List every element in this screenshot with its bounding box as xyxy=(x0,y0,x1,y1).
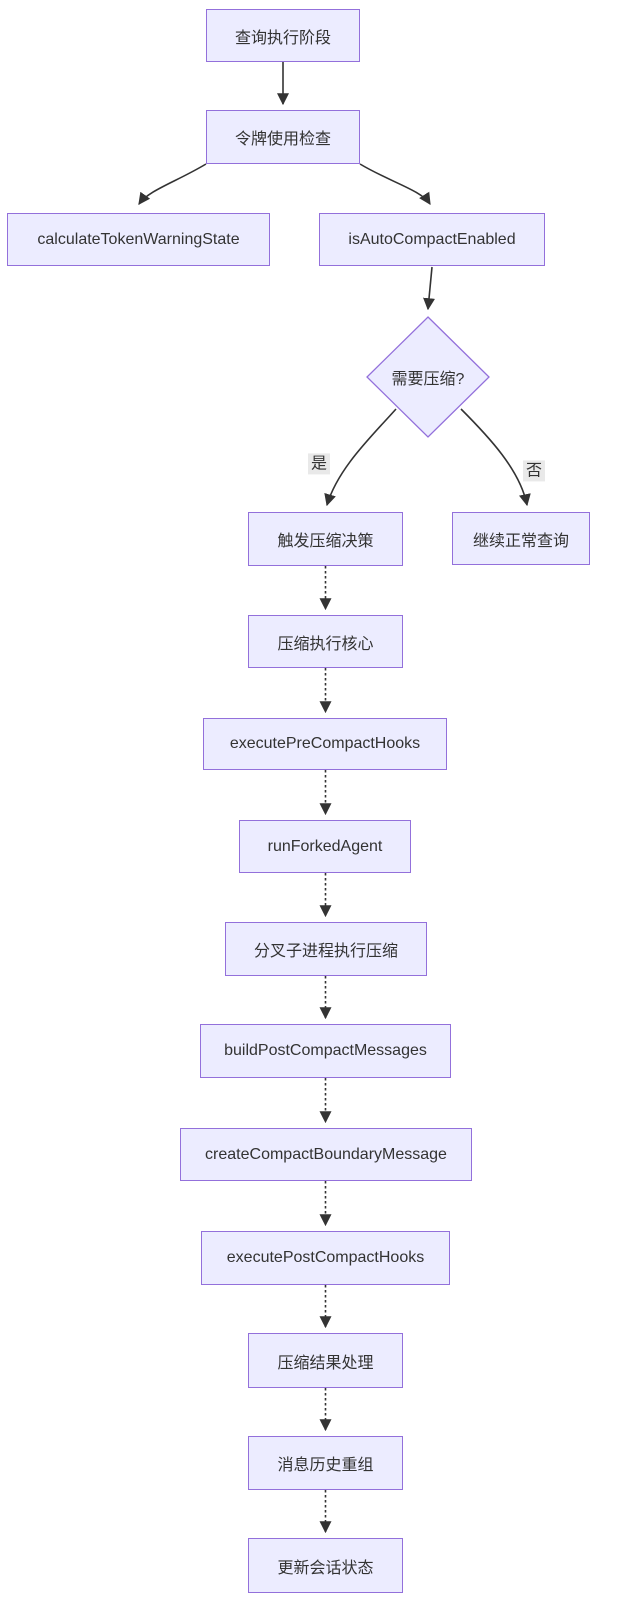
node-build-post-compact-messages: buildPostCompactMessages xyxy=(200,1024,451,1078)
node-compact-core: 压缩执行核心 xyxy=(248,615,403,668)
edge-need-compact-to-continue-query xyxy=(460,408,531,507)
node-execute-post-compact-hooks: executePostCompactHooks xyxy=(201,1231,450,1285)
node-execute-pre-compact-hooks: executePreCompactHooks xyxy=(203,718,447,770)
edge-token-check-to-calculate-token-warning-state xyxy=(138,163,207,205)
node-compact-result-handling: 压缩结果处理 xyxy=(248,1333,403,1388)
node-need-compact-decision: 需要压缩? xyxy=(391,371,465,388)
node-continue-query: 继续正常查询 xyxy=(452,512,590,565)
edge-need-compact-to-trigger-decision xyxy=(324,408,397,507)
node-fork-compress: 分叉子进程执行压缩 xyxy=(225,922,427,976)
edge-is-auto-compact-enabled-to-need-compact xyxy=(423,266,435,311)
edge-label-yes: 是 xyxy=(307,453,331,475)
node-query-phase: 查询执行阶段 xyxy=(206,9,360,62)
node-calculate-token-warning-state: calculateTokenWarningState xyxy=(7,213,270,266)
node-message-history-rebuild: 消息历史重组 xyxy=(248,1436,403,1490)
edge-token-check-to-is-auto-compact-enabled xyxy=(359,163,431,206)
node-run-forked-agent: runForkedAgent xyxy=(239,820,411,873)
node-create-compact-boundary-message: createCompactBoundaryMessage xyxy=(180,1128,472,1181)
node-is-auto-compact-enabled: isAutoCompactEnabled xyxy=(319,213,545,266)
node-trigger-decision: 触发压缩决策 xyxy=(248,512,403,566)
node-update-session-state: 更新会话状态 xyxy=(248,1538,403,1593)
decision-diamond-shape xyxy=(366,316,490,438)
edge-label-no: 否 xyxy=(522,460,546,482)
node-token-check: 令牌使用检查 xyxy=(206,110,360,164)
